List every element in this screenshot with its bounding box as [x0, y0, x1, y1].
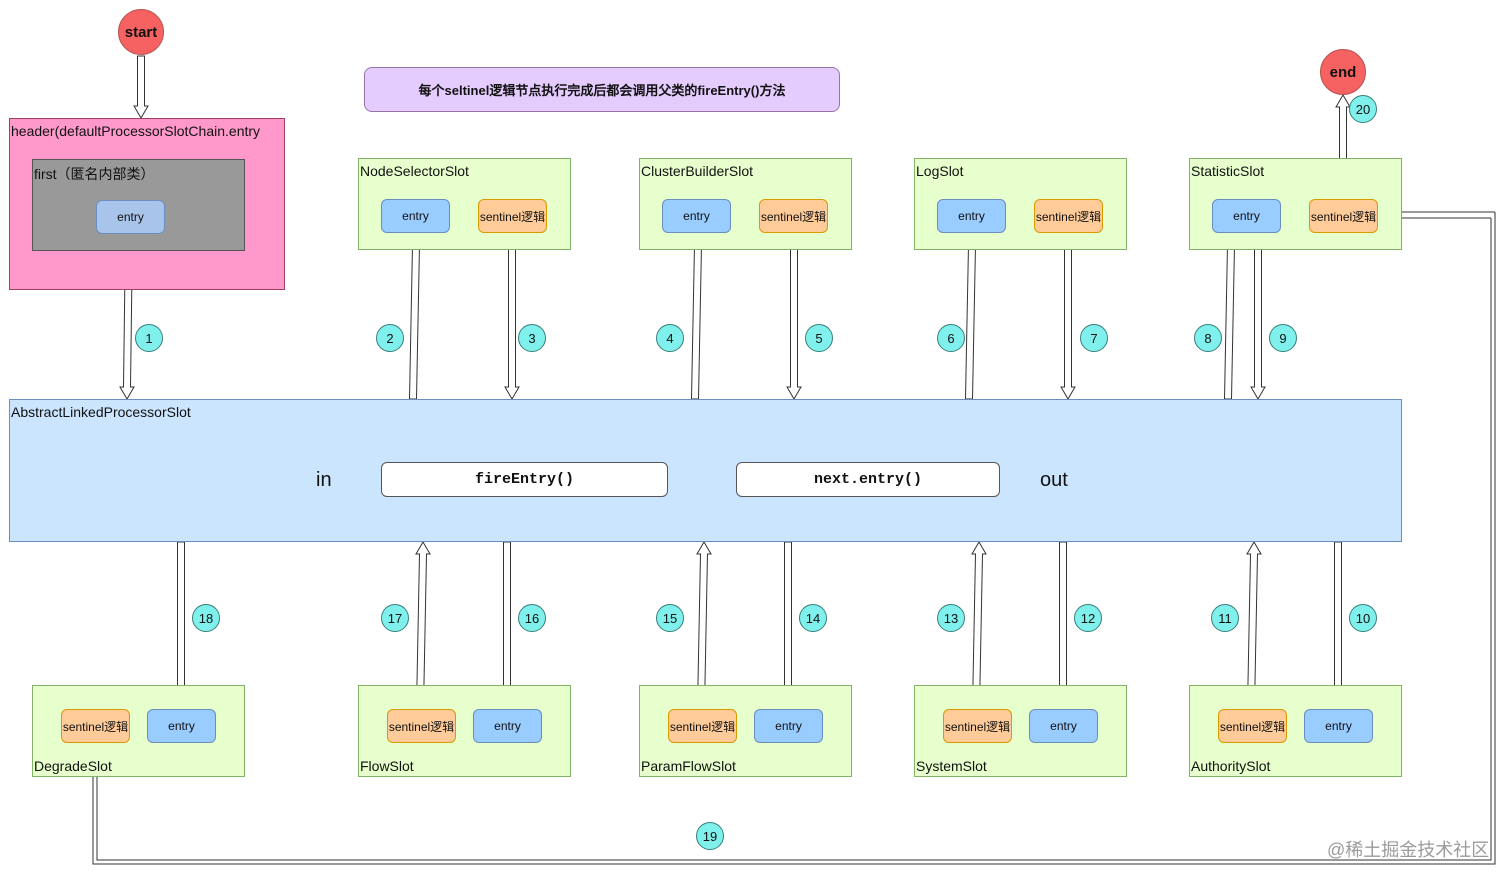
step-badge: 3	[518, 324, 546, 352]
slot-authority: sentinel逻辑 entry AuthoritySlot	[1189, 685, 1402, 777]
slot-title: AuthoritySlot	[1191, 758, 1271, 774]
step15-arrow	[696, 541, 712, 709]
first-title: first（匿名内部类）	[34, 166, 155, 182]
watermark: @稀土掘金技术社区	[1327, 840, 1490, 860]
slot-degrade: sentinel逻辑 entry DegradeSlot	[32, 685, 245, 777]
note-box: 每个seltinel逻辑节点执行完成后都会调用父类的fireEntry()方法	[364, 67, 840, 112]
next-entry-node: next.entry()	[736, 462, 1000, 497]
sentinel-logic-node: sentinel逻辑	[387, 709, 456, 743]
step-badge: 13	[937, 604, 965, 632]
entry-node: entry	[381, 199, 450, 233]
step-badge: 18	[192, 604, 220, 632]
in-label: in	[316, 469, 332, 491]
step16-arrow	[499, 541, 515, 709]
step9-arrow	[1250, 232, 1266, 400]
first-inner-class-box: first（匿名内部类） entry	[32, 159, 245, 251]
step11-arrow	[1246, 541, 1262, 709]
header-entry-node: entry	[96, 200, 165, 234]
sentinel-logic-node: sentinel逻辑	[478, 199, 547, 233]
sentinel-logic-node: sentinel逻辑	[61, 709, 130, 743]
step17-arrow	[415, 541, 431, 709]
step13-arrow	[971, 541, 987, 709]
step7-arrow	[1060, 232, 1076, 400]
step-badge: 2	[376, 324, 404, 352]
step-badge: 20	[1349, 95, 1377, 123]
step-badge: 5	[805, 324, 833, 352]
step-badge: 17	[381, 604, 409, 632]
step-badge: 6	[937, 324, 965, 352]
sentinel-logic-node: sentinel逻辑	[1218, 709, 1287, 743]
sentinel-logic-node: sentinel逻辑	[1034, 199, 1103, 233]
entry-node: entry	[1029, 709, 1098, 743]
slot-title: FlowSlot	[360, 758, 414, 774]
slot-title: ClusterBuilderSlot	[641, 163, 754, 179]
step-badge: 4	[656, 324, 684, 352]
step-badge: 14	[799, 604, 827, 632]
header-box: header(defaultProcessorSlotChain.entry f…	[9, 118, 285, 290]
main-title: AbstractLinkedProcessorSlot	[11, 404, 191, 420]
slot-node-selector: NodeSelectorSlot entry sentinel逻辑	[358, 158, 571, 250]
abstract-linked-processor-slot: AbstractLinkedProcessorSlot	[9, 399, 1402, 542]
header-title: header(defaultProcessorSlotChain.entry	[11, 123, 261, 139]
start-to-header-arrow	[133, 55, 149, 119]
start-node: start	[118, 9, 164, 55]
entry-node: entry	[147, 709, 216, 743]
entry-node: entry	[662, 199, 731, 233]
step5-arrow	[786, 232, 802, 400]
step-badge: 9	[1269, 324, 1297, 352]
step-badge: 11	[1211, 604, 1239, 632]
entry-node: entry	[1212, 199, 1281, 233]
slot-title: LogSlot	[916, 163, 964, 179]
slot-title: DegradeSlot	[34, 758, 112, 774]
step3-arrow	[504, 232, 520, 400]
out-label: out	[1040, 469, 1068, 491]
step-badge: 19	[696, 822, 724, 850]
sentinel-logic-node: sentinel逻辑	[759, 199, 828, 233]
entry-node: entry	[754, 709, 823, 743]
slot-system: sentinel逻辑 entry SystemSlot	[914, 685, 1127, 777]
slot-log: LogSlot entry sentinel逻辑	[914, 158, 1127, 250]
slot-cluster-builder: ClusterBuilderSlot entry sentinel逻辑	[639, 158, 852, 250]
step-badge: 8	[1194, 324, 1222, 352]
step6-arrow	[964, 232, 980, 400]
step8-arrow	[1223, 232, 1239, 400]
slot-title: ParamFlowSlot	[641, 758, 736, 774]
step-badge: 7	[1080, 324, 1108, 352]
slot-title: NodeSelectorSlot	[360, 163, 469, 179]
entry-node: entry	[473, 709, 542, 743]
step-badge: 15	[656, 604, 684, 632]
entry-node: entry	[937, 199, 1006, 233]
slot-statistic: StatisticSlot entry sentinel逻辑	[1189, 158, 1402, 250]
step4-arrow	[690, 232, 706, 400]
end-node: end	[1320, 49, 1366, 95]
fire-entry-node: fireEntry()	[381, 462, 668, 497]
step18-arrow	[173, 541, 189, 709]
step-badge: 10	[1349, 604, 1377, 632]
slot-flow: sentinel逻辑 entry FlowSlot	[358, 685, 571, 777]
slot-title: SystemSlot	[916, 758, 987, 774]
sentinel-logic-node: sentinel逻辑	[943, 709, 1012, 743]
step10-arrow	[1330, 541, 1346, 709]
sentinel-logic-node: sentinel逻辑	[668, 709, 737, 743]
entry-node: entry	[1304, 709, 1373, 743]
step-badge: 16	[518, 604, 546, 632]
slot-param-flow: sentinel逻辑 entry ParamFlowSlot	[639, 685, 852, 777]
step14-arrow	[780, 541, 796, 709]
step12-arrow	[1055, 541, 1071, 709]
step-badge: 12	[1074, 604, 1102, 632]
slot-title: StatisticSlot	[1191, 163, 1265, 179]
sentinel-logic-node: sentinel逻辑	[1309, 199, 1378, 233]
step2-arrow	[408, 232, 424, 400]
step-badge: 1	[135, 324, 163, 352]
